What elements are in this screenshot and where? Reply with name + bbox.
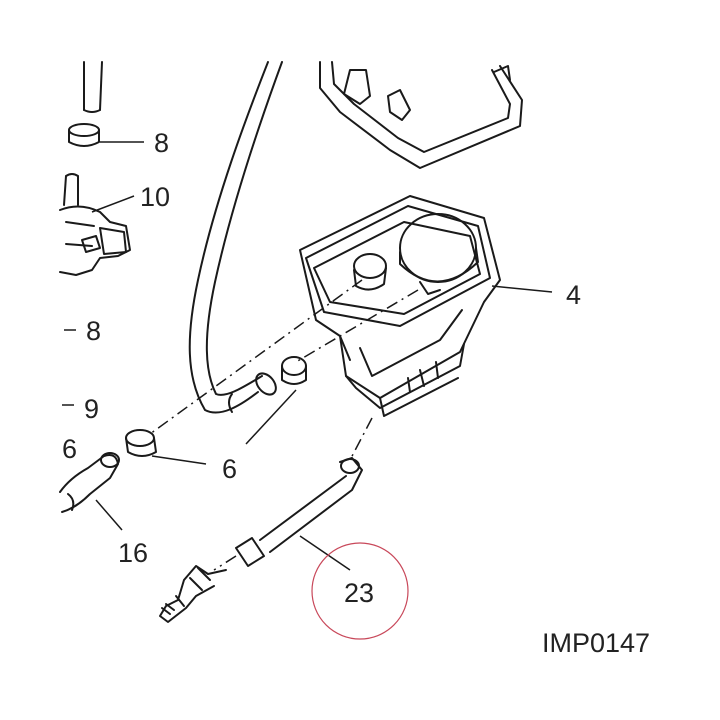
highlight-circle bbox=[311, 542, 409, 640]
leader-10 bbox=[91, 195, 135, 213]
callout-8-lower: 8 bbox=[86, 316, 101, 346]
callout-9: 9 bbox=[84, 394, 99, 424]
leader-16 bbox=[95, 499, 123, 531]
callout-23: 23 bbox=[344, 578, 374, 608]
pipe-stub bbox=[63, 173, 79, 206]
callout-16: 16 bbox=[118, 538, 148, 568]
diagram-reference: IMP0147 bbox=[542, 628, 650, 658]
expansion-tank bbox=[299, 195, 501, 417]
guide-line-4 bbox=[213, 555, 237, 571]
callout-6-lower: 6 bbox=[222, 454, 237, 484]
leader-6-lower bbox=[151, 455, 207, 465]
drain-hose bbox=[235, 457, 363, 567]
callout-4: 4 bbox=[566, 280, 581, 310]
filler-cap bbox=[399, 213, 479, 295]
leader-23 bbox=[299, 535, 351, 571]
tank-nipple bbox=[353, 253, 387, 291]
hose-clip-upper bbox=[68, 123, 100, 147]
leader-6-middle bbox=[245, 389, 297, 445]
leader-4 bbox=[491, 285, 553, 293]
overflow-hose bbox=[59, 452, 120, 513]
guide-line-1 bbox=[149, 279, 363, 435]
callout-6-left: 6 bbox=[62, 434, 77, 464]
upper-hose bbox=[83, 61, 103, 113]
mounting-bracket bbox=[319, 61, 523, 169]
coolant-hose bbox=[188, 61, 283, 414]
callout-8-upper: 8 bbox=[154, 128, 169, 158]
hose-clip-lower bbox=[125, 429, 157, 457]
hose-clip-middle bbox=[281, 356, 307, 385]
guide-line-3 bbox=[349, 417, 373, 461]
sensor-housing bbox=[59, 205, 131, 276]
drain-fitting bbox=[159, 565, 227, 623]
callout-10: 10 bbox=[140, 182, 170, 212]
